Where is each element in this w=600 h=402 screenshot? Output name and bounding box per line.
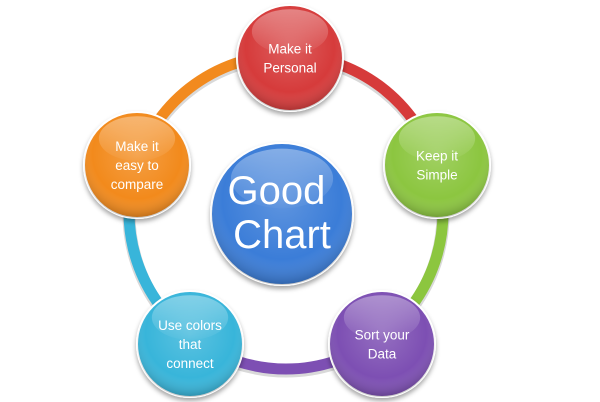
node-gloss-personal (251, 9, 329, 54)
node-label-line-compare-2: easy to (115, 158, 159, 173)
center-title-line-1: Good (228, 169, 326, 213)
center-title-line-2: Chart (233, 213, 331, 257)
node-gloss-simple (398, 116, 476, 161)
node-label-line-personal-2: Personal (263, 61, 316, 76)
node-gloss-colors (151, 295, 229, 340)
center-title: Good Chart (228, 169, 337, 257)
node-personal: Make it Personal (236, 4, 344, 112)
node-compare: Make it easy to compare (83, 111, 191, 219)
node-label-line-sort-1: Sort your (355, 328, 410, 343)
node-label-line-colors-2: that (179, 337, 202, 352)
node-gloss-compare (98, 116, 176, 161)
node-label-line-personal-1: Make it (268, 42, 312, 57)
center-circle-good-chart: Good Chart (210, 142, 354, 286)
center-circle-gloss (230, 148, 334, 209)
node-label-line-simple-1: Keep it (416, 149, 458, 164)
node-label-line-colors-1: Use colors (158, 318, 222, 333)
node-label-line-colors-3: connect (166, 356, 214, 371)
node-colors: Use colors that connect (136, 290, 244, 398)
node-label-colors: Use colors that connect (158, 318, 222, 371)
node-label-line-compare-3: compare (111, 177, 164, 192)
node-label-line-sort-2: Data (368, 347, 397, 362)
node-label-line-compare-1: Make it (115, 139, 159, 154)
node-simple: Keep it Simple (383, 111, 491, 219)
node-label-personal: Make it Personal (263, 42, 316, 76)
node-label-compare: Make it easy to compare (111, 139, 164, 192)
node-label-simple: Keep it Simple (416, 149, 458, 183)
node-gloss-sort (343, 295, 421, 340)
node-label-line-simple-2: Simple (416, 168, 457, 183)
